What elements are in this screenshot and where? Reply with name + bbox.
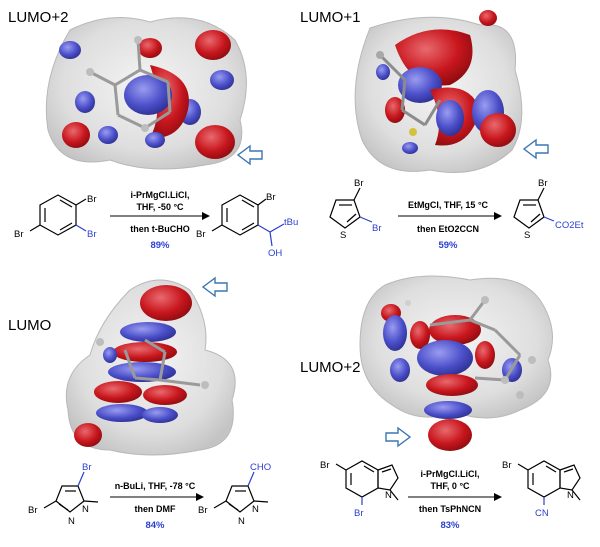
reaction-4-product: Br CN N	[502, 460, 581, 519]
svg-text:CO2Et: CO2Et	[555, 220, 584, 231]
svg-text:N: N	[68, 516, 75, 527]
reaction-2-product: Br S CO2Et	[513, 178, 584, 241]
hint-arrow-icon-1	[236, 144, 263, 166]
reaction-3-conditions: n-BuLi, THF, -78 °C then DMF 84%	[110, 481, 204, 531]
svg-text:tBu: tBu	[284, 217, 298, 228]
svg-text:Br: Br	[354, 508, 364, 519]
svg-text:N: N	[385, 490, 392, 501]
reaction-4-starting-material: Br Br N	[320, 460, 399, 519]
reaction-1-starting-material: Br Br Br	[14, 194, 97, 240]
svg-text:Br: Br	[14, 229, 24, 240]
svg-text:then EtO2CCN: then EtO2CCN	[417, 224, 479, 234]
svg-text:i-PrMgCl.LiCl,: i-PrMgCl.LiCl,	[131, 190, 190, 200]
svg-text:Br: Br	[82, 462, 92, 473]
reaction-4-conditions: i-PrMgCl.LiCl, THF, 0 °C then TsPhNCN 83…	[408, 469, 502, 531]
svg-text:Br: Br	[198, 505, 208, 516]
orbital-label-3: LUMO	[8, 317, 51, 334]
reaction-3-starting-material: Br Br N N	[28, 462, 99, 527]
svg-text:59%: 59%	[438, 240, 458, 251]
hint-arrow-icon-4	[385, 426, 412, 448]
orbital-render-1	[45, 17, 247, 170]
orbital-label-2: LUMO+1	[300, 9, 360, 26]
svg-text:CN: CN	[535, 508, 549, 519]
svg-text:then DMF: then DMF	[135, 504, 176, 514]
svg-text:i-PrMgCl.LiCl,: i-PrMgCl.LiCl,	[421, 469, 480, 479]
svg-text:THF, -50 °C: THF, -50 °C	[136, 202, 184, 212]
reaction-2-conditions: EtMgCl, THF, 15 °C then EtO2CCN 59%	[398, 200, 502, 251]
orbital-render-3	[65, 279, 236, 456]
panel-3: LUMO	[8, 276, 271, 531]
svg-text:n-BuLi, THF, -78 °C: n-BuLi, THF, -78 °C	[115, 481, 196, 491]
svg-text:THF, 0 °C: THF, 0 °C	[430, 481, 470, 491]
svg-text:Br: Br	[196, 229, 206, 240]
svg-text:S: S	[340, 230, 346, 241]
svg-text:then TsPhNCN: then TsPhNCN	[419, 504, 481, 514]
panel-1: LUMO+2	[8, 9, 298, 259]
svg-text:Br: Br	[87, 194, 97, 205]
svg-text:Br: Br	[354, 178, 364, 189]
svg-text:Br: Br	[502, 460, 512, 471]
svg-text:Br: Br	[372, 223, 382, 234]
svg-text:Br: Br	[538, 178, 548, 189]
panel-4: LUMO+2	[300, 275, 581, 531]
svg-text:89%: 89%	[150, 240, 170, 251]
svg-text:Br: Br	[87, 229, 97, 240]
svg-text:83%: 83%	[440, 520, 460, 531]
svg-text:N: N	[567, 490, 574, 501]
panel-2: LUMO+1	[300, 9, 584, 251]
svg-text:Br: Br	[320, 460, 330, 471]
hint-arrow-icon-2	[522, 138, 549, 160]
svg-text:Br: Br	[266, 192, 276, 203]
svg-text:Br: Br	[28, 505, 38, 516]
svg-text:S: S	[524, 230, 530, 241]
svg-text:N: N	[252, 504, 259, 515]
reaction-1-product: Br Br tBu OH	[196, 192, 298, 259]
orbital-render-2	[354, 10, 523, 173]
svg-text:CHO: CHO	[250, 462, 271, 473]
hint-arrow-icon-3	[201, 276, 228, 298]
reaction-1-conditions: i-PrMgCl.LiCl, THF, -50 °C then t-BuCHO …	[110, 190, 210, 251]
reaction-3-product: CHO Br N N	[198, 462, 271, 527]
orbital-label-4: LUMO+2	[300, 359, 360, 376]
orbital-label-1: LUMO+2	[8, 9, 68, 26]
svg-text:N: N	[238, 516, 245, 527]
svg-text:EtMgCl, THF, 15 °C: EtMgCl, THF, 15 °C	[408, 200, 489, 210]
svg-text:OH: OH	[268, 248, 282, 259]
svg-text:then t-BuCHO: then t-BuCHO	[130, 224, 190, 234]
svg-text:84%: 84%	[145, 520, 165, 531]
reaction-2-starting-material: Br Br S	[329, 178, 382, 241]
orbital-render-4	[359, 275, 553, 451]
svg-text:N: N	[82, 504, 89, 515]
